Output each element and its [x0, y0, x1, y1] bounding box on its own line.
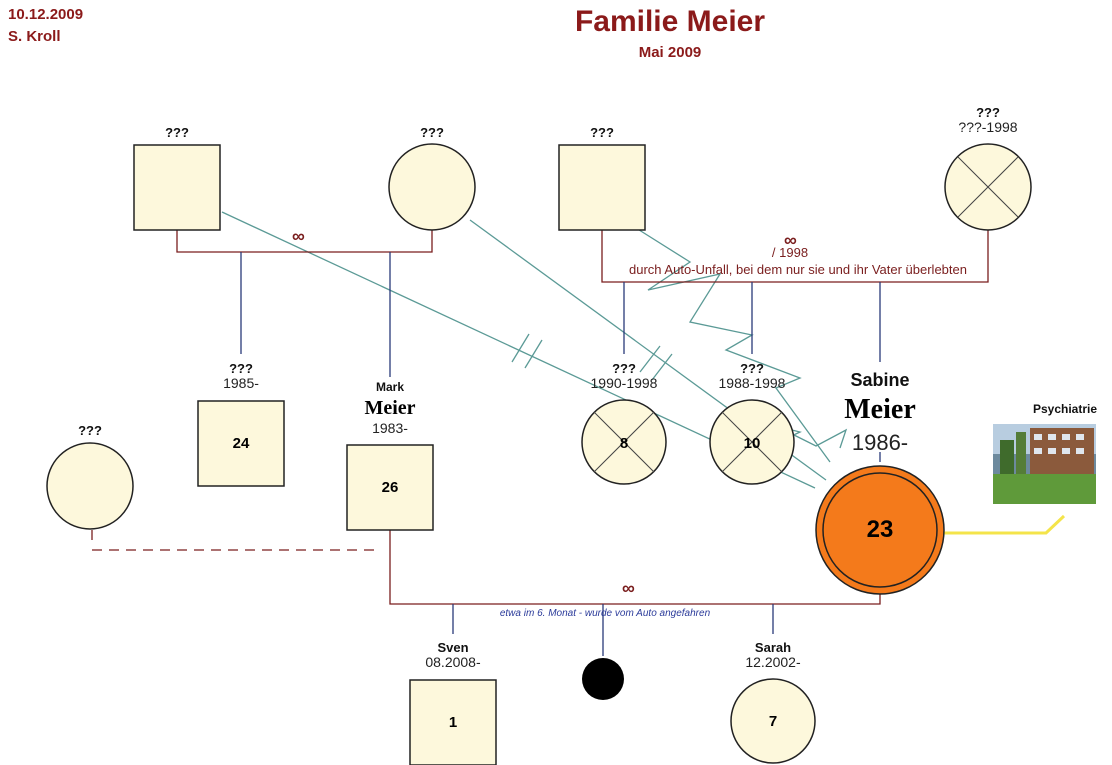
psychiatry-link — [942, 516, 1064, 533]
accident-annotation: durch Auto-Unfall, bei dem nur sie und i… — [588, 262, 1008, 277]
sven-years: 08.2008- — [403, 654, 503, 670]
sven-age: 1 — [410, 714, 496, 731]
sibling2-name: ??? — [574, 361, 674, 376]
marriage-line-mark-sabine — [390, 530, 880, 604]
sibling3-name: ??? — [702, 361, 802, 376]
grandmother-paternal-name: ??? — [382, 125, 482, 140]
marriage-symbol-couple: ∞ — [622, 578, 635, 599]
psychiatry-label: Psychiatrie — [1020, 402, 1110, 416]
sibling3-years: 1988-1998 — [702, 375, 802, 391]
ex-partner-node — [47, 443, 133, 529]
psychiatry-photo — [993, 424, 1096, 504]
sarah-years: 12.2002- — [723, 654, 823, 670]
grandfather-maternal-node — [559, 145, 645, 230]
sarah-age: 7 — [743, 713, 803, 730]
sibling2-age: 8 — [594, 435, 654, 452]
sabine-years: 1986- — [810, 430, 950, 456]
grandfather-paternal-name: ??? — [127, 125, 227, 140]
sibling2-years: 1990-1998 — [574, 375, 674, 391]
grandmother-maternal-name: ??? — [938, 105, 1038, 120]
marriage-symbol-paternal: ∞ — [292, 226, 305, 247]
mark-last-name: Meier — [330, 397, 450, 420]
sibling1-years: 1985- — [191, 375, 291, 391]
grandmother-maternal-years: ???-1998 — [928, 119, 1048, 135]
sven-name: Sven — [403, 640, 503, 655]
sabine-age: 23 — [830, 516, 930, 544]
grandfather-maternal-name: ??? — [552, 125, 652, 140]
miscarriage-node — [582, 658, 624, 700]
ex-partner-name: ??? — [40, 423, 140, 438]
sabine-first-name: Sabine — [810, 370, 950, 391]
divorce-year-label: / 1998 — [760, 245, 820, 260]
sibling3-age: 10 — [722, 435, 782, 452]
mark-years: 1983- — [340, 420, 440, 436]
sabine-last-name: Meier — [800, 394, 960, 426]
sibling1-age: 24 — [198, 435, 284, 452]
mark-age: 26 — [347, 479, 433, 496]
grandfather-paternal-node — [134, 145, 220, 230]
grandmother-paternal-node — [389, 144, 475, 230]
mark-first-name: Mark — [340, 380, 440, 394]
miscarriage-annotation: etwa im 6. Monat - wurde vom Auto angefa… — [460, 608, 750, 619]
sibling1-name: ??? — [191, 361, 291, 376]
sarah-name: Sarah — [723, 640, 823, 655]
